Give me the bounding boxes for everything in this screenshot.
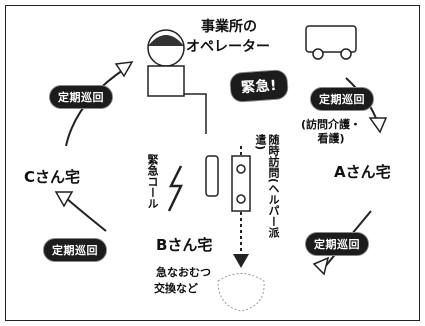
operator-label-line1: 事業所の <box>201 19 257 35</box>
vehicle-body <box>305 25 357 53</box>
lightning-bolt <box>167 165 183 212</box>
visit-on-call-note: 随時訪問(ヘルパー派遣) <box>254 134 280 239</box>
arrowhead-bottom-left <box>54 191 74 208</box>
diagram-lines <box>54 25 388 312</box>
dispatch-arrowhead <box>233 254 249 268</box>
home-c-label: Cさん宅 <box>24 168 81 186</box>
diaper-note-line2: 交換など <box>154 282 198 295</box>
patrol-badge-top-right: 定期巡回 <box>311 88 373 110</box>
arrow-bottom-left <box>65 197 107 232</box>
patrol-badge-bottom-right: 定期巡回 <box>306 233 368 255</box>
care-visit-note: (訪問介護・看護) <box>300 118 362 145</box>
diaper-note-line1: 急なおむつ <box>156 266 211 279</box>
arrowhead-top-left <box>114 61 134 78</box>
home-b-label: Bさん宅 <box>156 236 213 254</box>
home-a-label: Aさん宅 <box>334 163 391 181</box>
patrol-badge-top-left: 定期巡回 <box>50 86 112 108</box>
operator-body <box>147 65 185 97</box>
phone-receiver <box>205 155 219 197</box>
arrowhead-bottom-right <box>312 256 330 276</box>
arrowhead-top-right <box>368 117 388 134</box>
emergency-badge: 緊急! <box>230 70 288 102</box>
resident-face <box>217 273 265 312</box>
patrol-badge-bottom-left: 定期巡回 <box>44 239 106 261</box>
desk-line <box>166 93 207 134</box>
operator-label-line2: オペレーター <box>186 39 270 55</box>
emergency-call-note: 緊急コール <box>146 154 159 209</box>
diagram-frame: 事業所の オペレーター 緊急! 定期巡回 定期巡回 定期巡回 定期巡回 Cさん宅… <box>5 5 420 321</box>
